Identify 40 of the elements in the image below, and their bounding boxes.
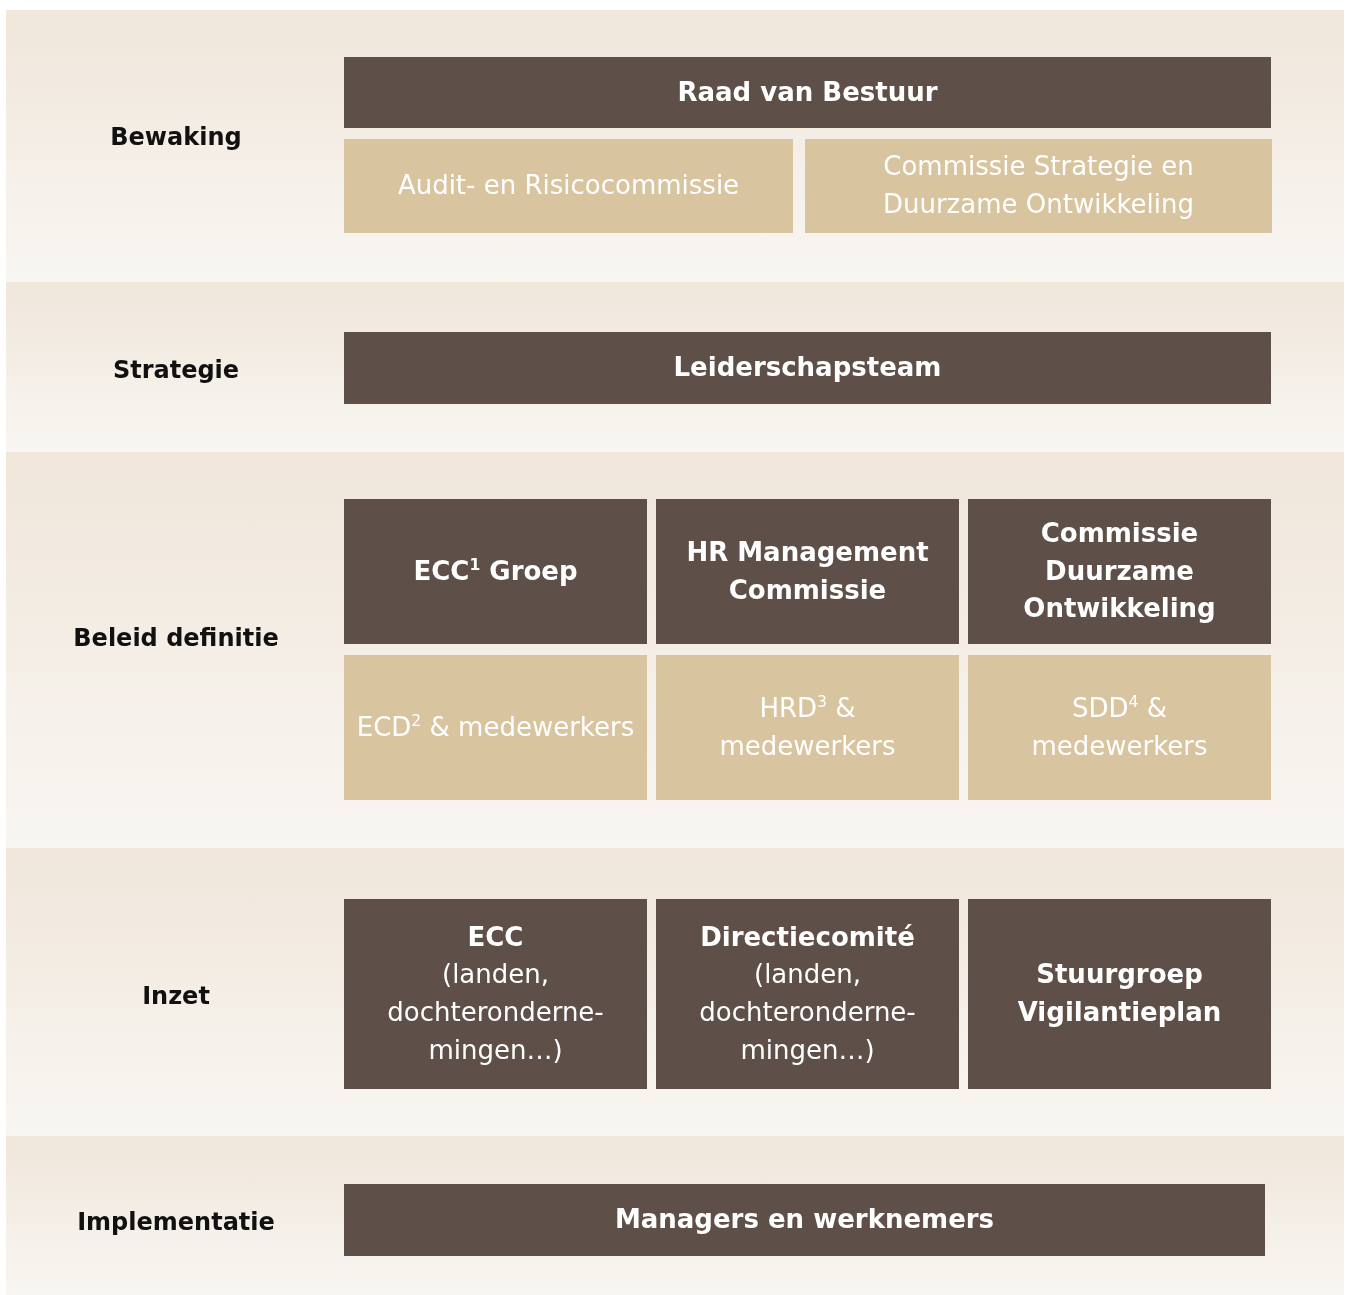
committee-box [344, 332, 1271, 404]
layer-label: Strategie [111, 356, 241, 384]
box-title: Commissie Duurzame Ontwikkeling [1022, 516, 1217, 626]
layer-band [6, 1136, 1344, 1295]
committee-box [344, 57, 1271, 128]
box-title: Managers en werknemers [614, 1203, 995, 1237]
box-title: HR Management Commissie [685, 535, 930, 607]
committee-box [344, 1184, 1265, 1256]
layer-band [6, 10, 1344, 282]
committee-box [656, 899, 959, 1089]
layer-band [6, 452, 1344, 848]
team-box [344, 655, 647, 800]
layer-band [6, 848, 1344, 1136]
box-title: SDD$^{4}$ & medewerkers [1030, 691, 1209, 763]
box-title: HRD$^{3}$ & medewerkers [718, 691, 897, 763]
committee-box [968, 499, 1271, 644]
box-title: Commissie Strategie en Duurzame Ontwikkeling [881, 150, 1196, 221]
committee-box [656, 499, 959, 644]
layer-label: Inzet [141, 982, 211, 1010]
layer-label: Bewaking [109, 123, 243, 151]
box-title: Audit- en Risicocommissie [397, 169, 740, 203]
layer-band [6, 282, 1344, 452]
team-box [344, 139, 793, 233]
committee-box [344, 499, 647, 644]
committee-box [344, 899, 647, 1089]
team-box [805, 139, 1272, 233]
box-title: Leiderschapsteam [673, 351, 942, 385]
box-title: Stuurgroep Vigilantieplan [1016, 958, 1223, 1029]
box-title: Raad van Bestuur [677, 75, 938, 109]
box-title: ECC [467, 920, 524, 954]
team-box [656, 655, 959, 800]
layer-label: Beleid definitie [72, 624, 280, 652]
box-title: ECC$^{1}$ Groep [413, 554, 578, 588]
committee-box [968, 899, 1271, 1089]
box-title: Directiecomité [700, 920, 915, 954]
layer-label: Implementatie [76, 1208, 276, 1236]
box-subtitle: (landen, dochteronderne-mingen…) [386, 958, 605, 1067]
box-title: ECD$^{2}$ & medewerkers [356, 710, 635, 744]
box-subtitle: (landen, dochteronderne-mingen…) [698, 958, 917, 1067]
team-box [968, 655, 1271, 800]
